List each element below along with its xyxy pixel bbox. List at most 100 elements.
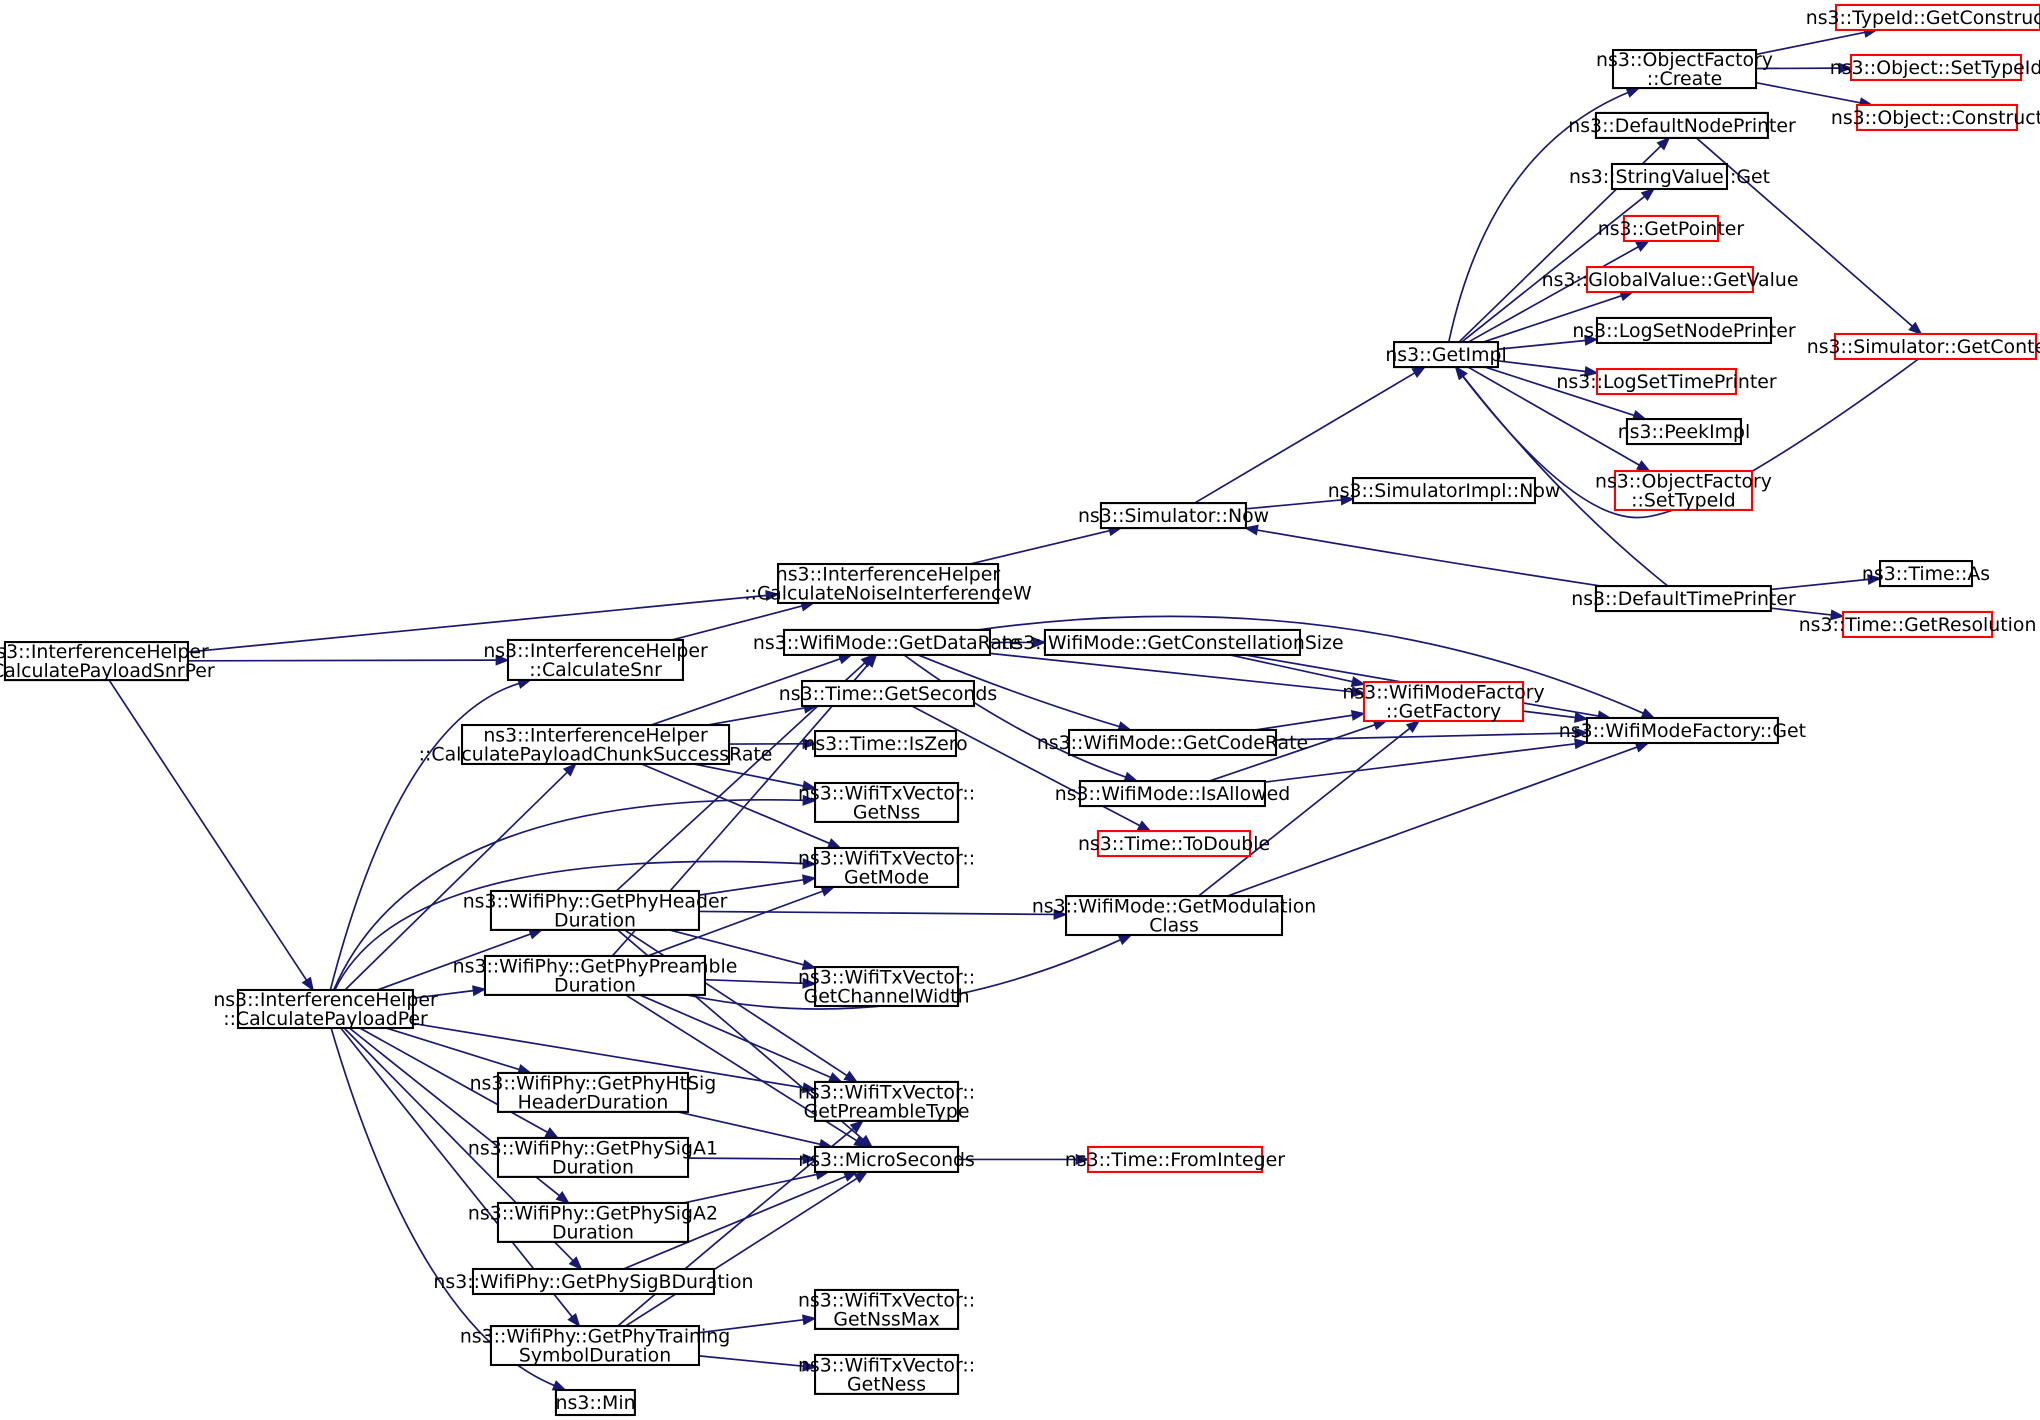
edge-line [641, 763, 830, 845]
node-simnow[interactable]: ns3::Simulator::Now [1078, 502, 1269, 530]
node-min[interactable]: ns3::Min [554, 1388, 636, 1417]
node-label: ns3::WifiTxVector:: [798, 783, 975, 805]
edge-dtp-to-timeas [1770, 574, 1882, 591]
node-label: ns3::MicroSeconds [798, 1149, 975, 1171]
node-timeiszero[interactable]: ns3::Time::IsZero [803, 729, 968, 758]
edge-simnow-to-simimplnow [1245, 494, 1355, 510]
node-ofsettid[interactable]: ns3::ObjectFactory::SetTypeId [1595, 469, 1772, 512]
node-label: ns3::WifiPhy::GetPhySigA1 [468, 1138, 718, 1160]
node-txgetness[interactable]: ns3::WifiTxVector::GetNess [798, 1353, 975, 1396]
node-timetodouble[interactable]: ns3::Time::ToDouble [1078, 830, 1270, 858]
node-wmfget[interactable]: ns3::WifiModeFactory::Get [1559, 716, 1806, 745]
node-dtp[interactable]: ns3::DefaultTimePrinter [1571, 584, 1796, 613]
edge-arrowhead [801, 780, 817, 792]
node-label: ns3::PeekImpl [1618, 421, 1751, 443]
node-label: ns3::WifiModeFactory [1342, 682, 1544, 704]
node-label: Duration [554, 974, 636, 996]
edge-line [359, 1027, 549, 1134]
node-box [1078, 779, 1266, 808]
node-txgetnssmax[interactable]: ns3::WifiTxVector::GetNssMax [798, 1288, 975, 1331]
node-txgetpt[interactable]: ns3::WifiTxVector::GetPreambleType [798, 1080, 975, 1123]
node-box [1842, 610, 1994, 639]
node-getcs[interactable]: ns3::WifiMode::GetConstellationSize [1001, 628, 1344, 656]
node-simgctx[interactable]: ns3::Simulator::GetContext [1807, 332, 2040, 361]
edge-arrowhead [1053, 908, 1068, 920]
node-gvget[interactable]: ns3::GlobalValue::GetValue [1542, 265, 1799, 294]
node-svget[interactable]: ns3::StringValue::Get [1569, 162, 1770, 191]
node-tidgc[interactable]: ns3::TypeId::GetConstructor [1806, 3, 2040, 32]
node-dnp[interactable]: ns3::DefaultNodePrinter [1568, 111, 1796, 139]
edge-line [698, 1318, 804, 1334]
edge-root-to-csnr [187, 654, 510, 666]
node-label: GetMode [844, 866, 929, 888]
node-lstp[interactable]: ns3::LogSetTimePrinter [1556, 367, 1777, 396]
edge-physigb-to-microsec [623, 1171, 859, 1270]
edge-getdatarate-to-wmfgetfactory [989, 652, 1366, 698]
node-peekimpl[interactable]: ns3::PeekImpl [1618, 418, 1751, 446]
node-simimplnow[interactable]: ns3::SimulatorImpl::Now [1328, 477, 1561, 505]
node-cpcs[interactable]: ns3::InterferenceHelper::CalculatePayloa… [419, 723, 773, 766]
node-csnr[interactable]: ns3::InterferenceHelper::CalculateSnr [483, 638, 708, 681]
node-isallowed[interactable]: ns3::WifiMode::IsAllowed [1055, 779, 1290, 808]
node-timeas[interactable]: ns3::Time::As [1862, 559, 1990, 588]
node-lsnp[interactable]: ns3::LogSetNodePrinter [1572, 316, 1796, 345]
node-label: ns3::WifiTxVector:: [798, 967, 975, 989]
edge-line [688, 1157, 804, 1160]
node-timegs[interactable]: ns3::Time::GetSeconds [779, 679, 997, 708]
node-getptr[interactable]: ns3::GetPointer [1598, 214, 1745, 243]
node-txgetcw[interactable]: ns3::WifiTxVector::GetChannelWidth [798, 966, 975, 1008]
node-txgetnss[interactable]: ns3::WifiTxVector::GetNss [798, 781, 975, 824]
node-objsettid[interactable]: ns3::Object::SetTypeId [1830, 53, 2040, 82]
node-box [1099, 502, 1247, 530]
edge-getimpl-to-lstp [1497, 359, 1599, 377]
node-getcoderate[interactable]: ns3::WifiMode::GetCodeRate [1037, 728, 1308, 757]
node-label: ns3::InterferenceHelper [776, 564, 1001, 586]
node-physigb[interactable]: ns3::WifiPhy::GetPhySigBDuration [433, 1267, 753, 1296]
edge-wmfgetfactory-to-wmfget [1522, 710, 1589, 723]
edge-line [1461, 195, 1646, 343]
node-box [1043, 628, 1302, 656]
node-microsec[interactable]: ns3::MicroSeconds [798, 1145, 975, 1173]
edge-cper-to-phypre [412, 985, 487, 1000]
edge-arrowhead [849, 1119, 865, 1134]
edge-isallowed-to-wmfget [1264, 738, 1589, 783]
node-root[interactable]: ns3::InterferenceHelper::CalculatePayloa… [0, 641, 215, 682]
edge-line [1245, 499, 1342, 510]
edge-line [1483, 294, 1622, 343]
node-txgetmode[interactable]: ns3::WifiTxVector::GetMode [798, 846, 975, 889]
edge-dnp-to-simgctx [1695, 137, 1923, 336]
edge-line [1264, 742, 1576, 783]
node-box [496, 1136, 690, 1178]
edge-line [639, 994, 832, 1079]
node-box [460, 723, 731, 766]
node-getdatarate[interactable]: ns3::WifiMode::GetDataRate [753, 628, 1021, 656]
edge-arrowhead [1838, 62, 1853, 74]
edge-cpcs-to-txgetmode [641, 763, 842, 849]
node-box [813, 1353, 960, 1395]
node-getimpl[interactable]: ns3::GetImpl [1385, 341, 1507, 369]
node-objconstruct[interactable]: ns3::Object::Construct [1831, 103, 2040, 132]
node-cni[interactable]: ns3::InterferenceHelper::CalculateNoiseI… [744, 562, 1032, 605]
node-label: ns3::InterferenceHelper [213, 989, 438, 1011]
edge-phytrain-to-txgetness [698, 1355, 817, 1372]
node-label: GetChannelWidth [804, 985, 970, 1007]
edge-line [1255, 714, 1353, 731]
node-cper[interactable]: ns3::InterferenceHelper::CalculatePayloa… [213, 988, 438, 1030]
edge-getimpl-to-svget [1461, 187, 1656, 343]
edge-line [698, 910, 1055, 916]
node-wmfgetfactory[interactable]: ns3::WifiModeFactory::GetFactory [1342, 680, 1545, 723]
edge-phytrain-to-microsec [625, 1170, 869, 1327]
node-phytrain[interactable]: ns3::WifiPhy::GetPhyTrainingSymbolDurati… [460, 1325, 730, 1367]
node-timegr[interactable]: ns3::Time::GetResolution [1799, 610, 2037, 639]
edge-arrowhead [1405, 719, 1421, 733]
node-timefi[interactable]: ns3::Time::FromInteger [1065, 1145, 1285, 1173]
node-box [1833, 332, 2038, 361]
edge-arrowhead [864, 653, 878, 668]
node-ofcreate[interactable]: ns3::ObjectFactory::Create [1596, 48, 1773, 90]
